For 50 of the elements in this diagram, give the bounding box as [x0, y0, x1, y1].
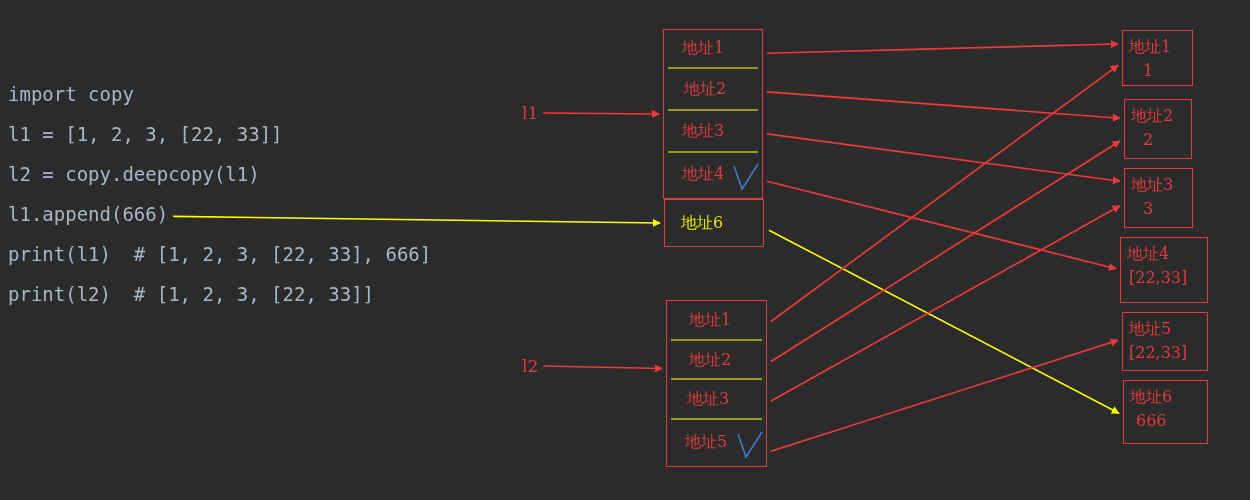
code-line: import copy [8, 82, 134, 106]
address-label: 地址6 [681, 213, 724, 233]
address-label: 地址3 [1131, 175, 1174, 195]
address-label: 地址1 [682, 38, 725, 58]
memory-box [1120, 237, 1208, 303]
address-label: 地址3 [682, 121, 725, 141]
arrow [768, 229, 1120, 415]
memory-box [1123, 380, 1208, 444]
variable-label: l1 [522, 103, 539, 123]
address-label: 地址1 [1129, 37, 1172, 57]
memory-box [1122, 312, 1208, 371]
arrow [770, 205, 1121, 402]
arrow [770, 338, 1119, 452]
memory-box [664, 199, 764, 247]
code-line: l2 = copy.deepcopy(l1) [8, 162, 260, 186]
code-line: l1 = [1, 2, 3, [22, 33]] [8, 122, 283, 146]
code-line: print(l1) # [1, 2, 3, [22, 33], 666] [8, 242, 432, 266]
arrow [172, 215, 661, 227]
code-line: l1.append(666) [8, 202, 169, 226]
address-label: 地址5 [685, 431, 728, 452]
arrow [766, 133, 1121, 185]
value-label: 1 [1143, 61, 1154, 81]
memory-box [1124, 99, 1192, 159]
arrow [766, 91, 1121, 122]
value-label: 666 [1136, 411, 1167, 431]
arrow [766, 180, 1117, 271]
address-label: 地址2 [684, 79, 727, 99]
arrow [770, 64, 1119, 323]
memory-box [1124, 168, 1193, 228]
code-line: print(l2) # [1, 2, 3, [22, 33]] [8, 282, 375, 306]
address-label: 地址4 [682, 164, 725, 184]
arrow [542, 364, 663, 373]
value-label: [22,33] [1129, 343, 1188, 363]
memory-box [1122, 30, 1193, 86]
address-label: 地址6 [1130, 387, 1173, 407]
arrow [770, 140, 1121, 363]
address-label: 地址2 [1131, 106, 1174, 126]
address-label: 地址5 [1129, 319, 1172, 339]
address-label: 地址2 [689, 349, 732, 370]
arrow [766, 40, 1119, 54]
value-label: 3 [1143, 199, 1154, 219]
variable-label: l2 [522, 356, 539, 376]
address-label: 地址3 [687, 389, 730, 409]
value-label: 2 [1143, 130, 1154, 150]
memory-box [666, 300, 767, 467]
value-label: [22,33] [1129, 268, 1188, 288]
arrow [542, 109, 660, 118]
memory-box [663, 29, 763, 199]
address-label: 地址4 [1127, 244, 1170, 264]
address-label: 地址1 [689, 309, 732, 330]
